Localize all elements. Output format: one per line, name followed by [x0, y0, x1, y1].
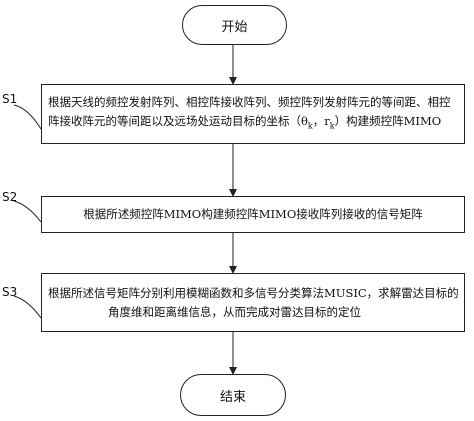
step-s1-text-b: ，r — [312, 113, 330, 128]
leader-s3 — [13, 295, 42, 319]
leader-s1 — [13, 104, 42, 130]
step-s2-line-1: 根据所述频控阵MIMO构建频控阵MIMO接收阵列接收的信号矩阵 — [83, 207, 423, 221]
step-label-s1: S1 — [2, 92, 18, 106]
start-terminal: 开始 — [182, 5, 287, 45]
step-box-s3: 根据所述信号矩阵分别利用模糊函数和多信号分类算法MUSIC，求解雷达目标的 角度… — [41, 273, 465, 332]
step-label-s3: S3 — [2, 285, 18, 299]
start-label: 开始 — [221, 19, 248, 35]
step-box-s1: 根据天线的频控发射阵列、相控阵接收阵列、频控阵列发射阵元的等间距、相控 阵接收阵… — [41, 84, 465, 144]
end-terminal: 结束 — [180, 374, 286, 416]
leader-s2 — [13, 200, 42, 223]
step-s3-line-2: 角度维和距离维信息，从而完成对雷达目标的定位 — [108, 304, 361, 319]
end-label: 结束 — [219, 389, 246, 405]
step-box-s2: 根据所述频控阵MIMO构建频控阵MIMO接收阵列接收的信号矩阵 — [41, 196, 465, 233]
step-s1-text-c: ）构建频控阵MIMO — [334, 113, 442, 128]
step-s3-line-1: 根据所述信号矩阵分别利用模糊函数和多信号分类算法MUSIC，求解雷达目标的 — [48, 285, 459, 300]
step-s1-line-1: 根据天线的频控发射阵列、相控阵接收阵列、频控阵列发射阵元的等间距、相控 — [48, 94, 451, 109]
step-s1-line-2: 阵接收阵元的等间距以及远场处运动目标的坐标（θk，rk）构建频控阵MIMO — [48, 112, 458, 135]
step-label-s2: S2 — [2, 190, 18, 204]
step-s1-text-a: 阵接收阵元的等间距以及远场处运动目标的坐标（θ — [48, 113, 308, 128]
step-s1-subscript-r: k — [329, 121, 335, 131]
step-s1-subscript-theta: k — [307, 121, 313, 131]
